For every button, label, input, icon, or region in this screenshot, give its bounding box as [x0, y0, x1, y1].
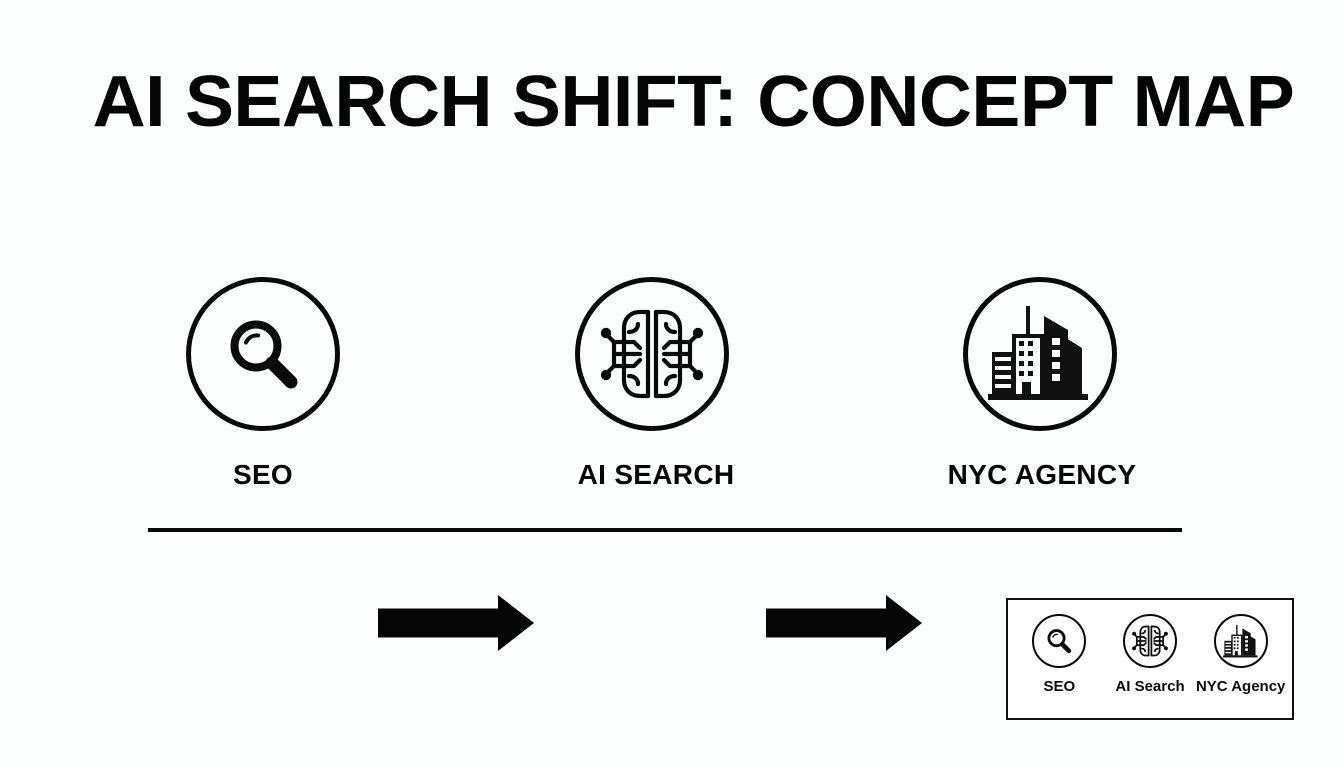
- cityscape-icon: [1222, 624, 1259, 659]
- circuit-brain-icon: [1132, 623, 1168, 659]
- flow-node-ai-search[interactable]: [564, 266, 740, 442]
- legend-circle: [1213, 614, 1268, 668]
- legend-item-ai-search[interactable]: AI Search: [1105, 614, 1196, 696]
- arrow-right-icon: [378, 594, 534, 652]
- node-circle: [186, 277, 340, 431]
- legend-item-seo[interactable]: SEO: [1014, 614, 1105, 696]
- legend-item-nyc-agency[interactable]: NYC Agency: [1195, 614, 1286, 696]
- node-circle: [575, 277, 729, 431]
- page-title: AI SEARCH SHIFT: CONCEPT MAP: [92, 62, 1295, 142]
- flow-node-label-seo: SEO: [232, 459, 294, 490]
- legend-circle: [1032, 614, 1087, 668]
- legend-label: AI Search: [1115, 678, 1185, 695]
- cityscape-icon: [963, 277, 1117, 431]
- concept-flow: [0, 266, 1344, 651]
- circuit-brain-icon: [575, 277, 729, 431]
- magnifier-icon: [1042, 624, 1076, 658]
- magnifier-icon: [186, 277, 340, 431]
- legend-label: SEO: [1043, 678, 1076, 695]
- legend-box: SEO: [1006, 598, 1294, 720]
- horizontal-divider: [148, 528, 1182, 532]
- flow-node-seo[interactable]: [175, 266, 351, 442]
- legend-items: SEO: [1008, 600, 1292, 718]
- flow-node-nyc-agency[interactable]: [952, 266, 1128, 442]
- flow-node-label-ai-search: AI SEARCH: [577, 459, 735, 490]
- legend-circle: [1123, 614, 1177, 668]
- legend-label: NYC Agency: [1195, 678, 1286, 695]
- flow-node-label-nyc-agency: NYC AGENCY: [947, 459, 1137, 490]
- arrow-right-icon: [766, 594, 922, 652]
